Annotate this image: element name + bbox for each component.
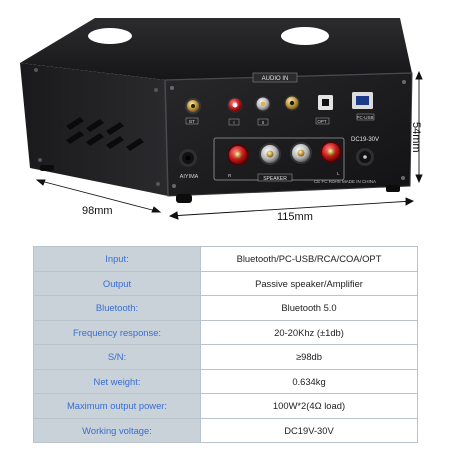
coaxial-connector	[284, 95, 300, 111]
input-label-2: II	[262, 120, 265, 125]
depth-dimension-label: 98mm	[82, 205, 113, 217]
rca-white-connector	[255, 96, 271, 112]
power-label: DC19-30V	[351, 137, 379, 143]
audio-in-label: AUDIO IN	[262, 76, 289, 82]
usb-label: PC-USB	[356, 115, 373, 120]
speaker-r-label: R	[228, 173, 232, 178]
spec-key-net-weight: Net weight:	[33, 368, 201, 394]
table-row: Bluetooth: Bluetooth 5.0	[33, 295, 418, 321]
spec-value-output: Passive speaker/Amplifier	[200, 270, 418, 296]
spec-value-max-output-power: 100W*2(4Ω load)	[200, 393, 418, 419]
amplifier-illustration: AUDIO IN	[20, 18, 423, 220]
dc-power-jack	[356, 148, 374, 166]
optical-port	[318, 95, 333, 110]
input-label-1: I	[233, 120, 234, 125]
table-row: Output Passive speaker/Amplifier	[33, 270, 418, 296]
speaker-terminal-l-plus	[290, 142, 312, 164]
dimension-lines	[35, 70, 423, 220]
usb-port	[352, 92, 373, 109]
speaker-terminal-l-minus	[320, 141, 342, 163]
table-row: Maximum output power: 100W*2(4Ω load)	[33, 393, 418, 419]
aux-jack	[179, 149, 197, 167]
spec-value-sn: ≥98db	[200, 344, 418, 370]
spec-key-input: Input:	[33, 246, 201, 272]
compliance-text: CE FC RoHS MADE IN CHINA	[314, 179, 376, 184]
speaker-terminal-r-plus	[259, 143, 281, 165]
product-image: AUDIO IN	[20, 18, 423, 223]
table-row: S/N: ≥98db	[33, 344, 418, 370]
bt-antenna-connector	[185, 98, 201, 114]
spec-key-sn: S/N:	[33, 344, 201, 370]
width-dimension-label: 115mm	[277, 211, 313, 223]
spec-value-bluetooth: Bluetooth 5.0	[200, 295, 418, 321]
side-vents	[66, 117, 144, 151]
spec-value-working-voltage: DC19V-30V	[200, 417, 418, 443]
spec-value-net-weight: 0.634kg	[200, 368, 418, 394]
brand-label: AIYIMA	[180, 174, 199, 180]
top-hole-left	[88, 28, 132, 44]
spec-key-frequency-response: Frequency response:	[33, 319, 201, 345]
spec-key-max-output-power: Maximum output power:	[33, 393, 201, 419]
speaker-l-label: L	[337, 171, 340, 176]
height-dimension-label: 54mm	[410, 122, 422, 153]
table-row: Net weight: 0.634kg	[33, 368, 418, 394]
spec-table: Input: Bluetooth/PC-USB/RCA/COA/OPT Outp…	[33, 246, 418, 443]
speaker-terminal-r-minus	[227, 144, 249, 166]
spec-value-frequency-response: 20-20Khz (±1db)	[200, 319, 418, 345]
top-hole-right	[281, 27, 329, 45]
foot-right	[386, 185, 400, 192]
rca-red-connector	[227, 97, 243, 113]
table-row: Frequency response: 20-20Khz (±1db)	[33, 319, 418, 345]
spec-key-working-voltage: Working voltage:	[33, 417, 201, 443]
speaker-label: SPEAKER	[263, 176, 287, 182]
spec-key-bluetooth: Bluetooth:	[33, 295, 201, 321]
input-label-opt: OPT	[317, 119, 327, 124]
input-label-bt: BT	[189, 119, 195, 124]
spec-key-output: Output	[33, 270, 201, 296]
table-row: Input: Bluetooth/PC-USB/RCA/COA/OPT	[33, 246, 418, 272]
spec-value-input: Bluetooth/PC-USB/RCA/COA/OPT	[200, 246, 418, 272]
foot-middle	[176, 194, 192, 203]
chassis-left-side	[20, 63, 168, 196]
table-row: Working voltage: DC19V-30V	[33, 417, 418, 443]
foot-left	[40, 165, 54, 171]
